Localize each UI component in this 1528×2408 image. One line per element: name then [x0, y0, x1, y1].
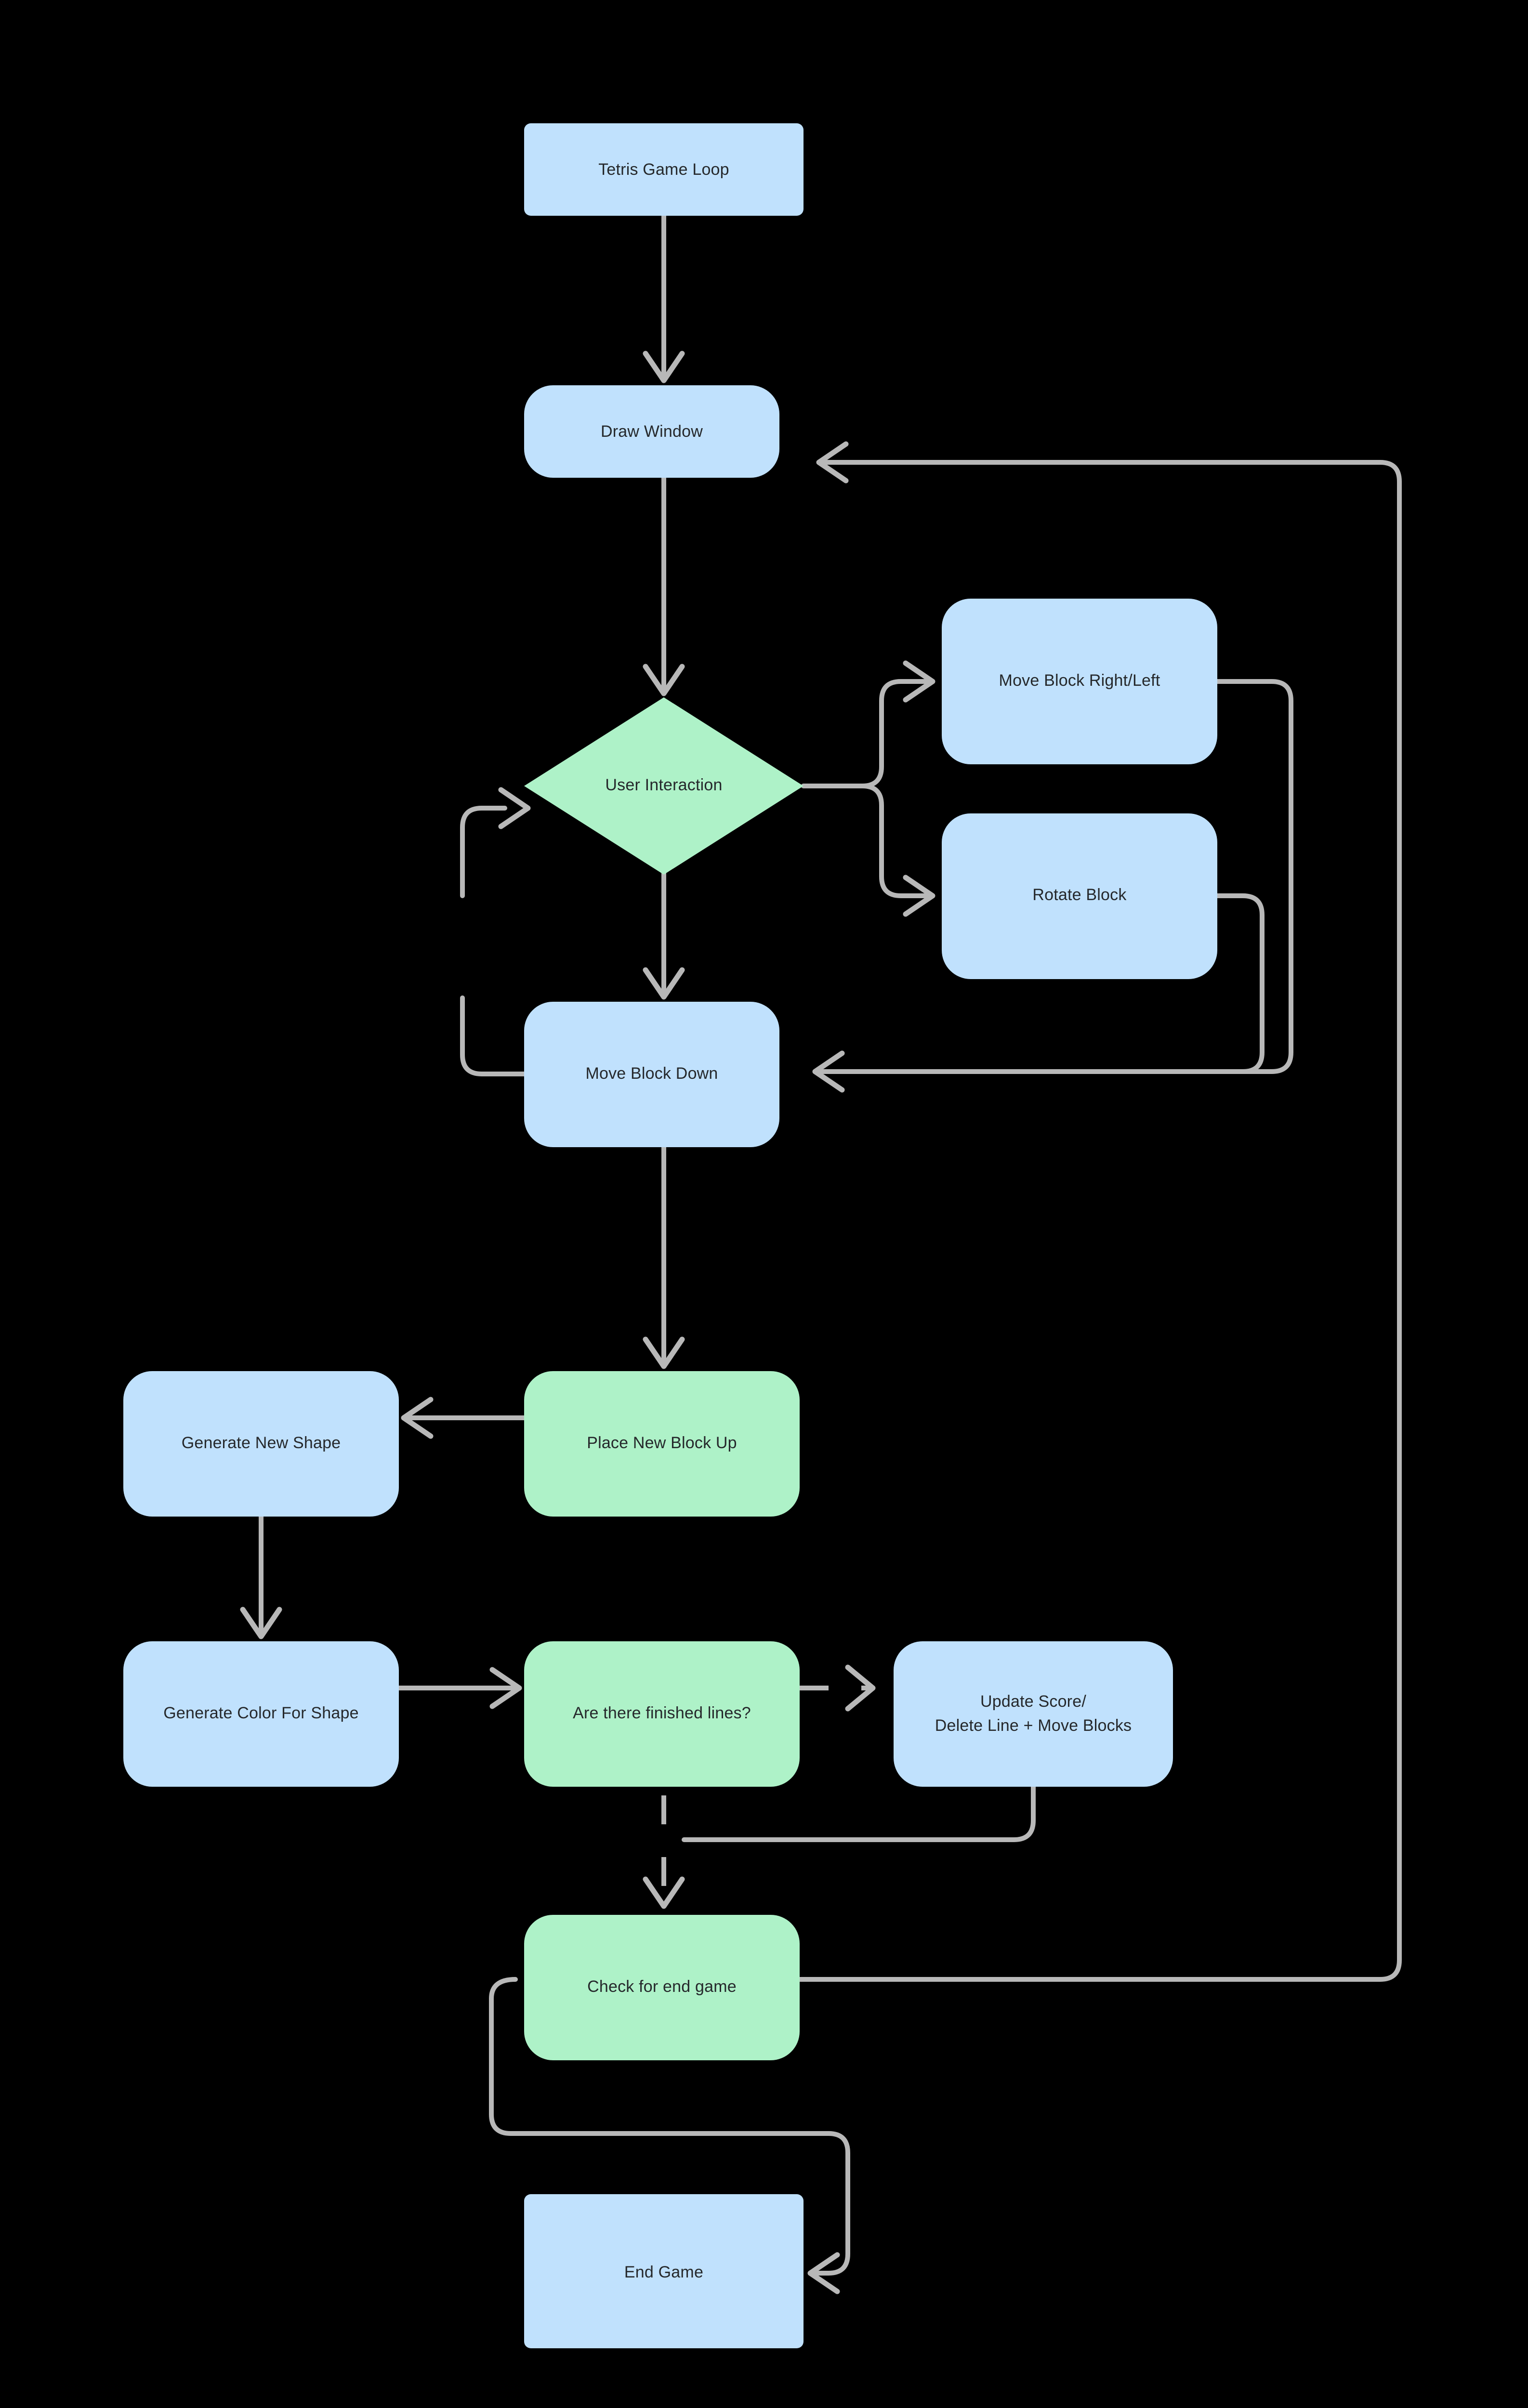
edge-rotate-to-movedown [817, 893, 1265, 1074]
node-draw-window[interactable]: Draw Window [524, 385, 779, 478]
node-rotate-block[interactable]: Rotate Block [942, 813, 1217, 979]
edge-movedown-to-user [460, 787, 531, 1076]
node-user-interaction[interactable]: User Interaction [524, 697, 804, 875]
node-move-block-right-left[interactable]: Move Block Right/Left [942, 599, 1217, 764]
edge-draw-to-user [643, 475, 685, 696]
edge-place-to-generate [401, 1397, 527, 1439]
edge-loop-to-draw [643, 213, 685, 383]
edge-user-to-moverl [801, 660, 935, 788]
node-are-there-finished-lines[interactable]: Are there finished lines? [524, 1641, 800, 1787]
node-move-block-down[interactable]: Move Block Down [524, 1002, 779, 1147]
edge-layer [240, 213, 1402, 2294]
node-update-score[interactable]: Update Score/ Delete Line + Move Blocks [894, 1641, 1173, 1787]
edge-lines-to-score [800, 1664, 876, 1712]
edge-color-to-lines [396, 1667, 522, 1709]
edge-score-to-check [682, 1731, 1036, 1842]
node-place-new-block-up[interactable]: Place New Block Up [524, 1371, 800, 1517]
node-check-for-end-game[interactable]: Check for end game [524, 1915, 800, 2060]
node-end-game[interactable]: End Game [524, 2194, 804, 2348]
edge-moverl-to-movedown [812, 679, 1293, 1093]
edge-check-to-draw [797, 441, 1402, 1982]
node-layer: Tetris Game Loop Draw Window User Intera… [123, 123, 1217, 2348]
edge-check-to-endgame [489, 1977, 850, 2294]
node-generate-color-for-shape[interactable]: Generate Color For Shape [123, 1641, 399, 1787]
edge-user-to-rotate [801, 784, 935, 917]
node-generate-new-shape[interactable]: Generate New Shape [123, 1371, 399, 1517]
node-tetris-game-loop[interactable]: Tetris Game Loop [524, 123, 804, 216]
